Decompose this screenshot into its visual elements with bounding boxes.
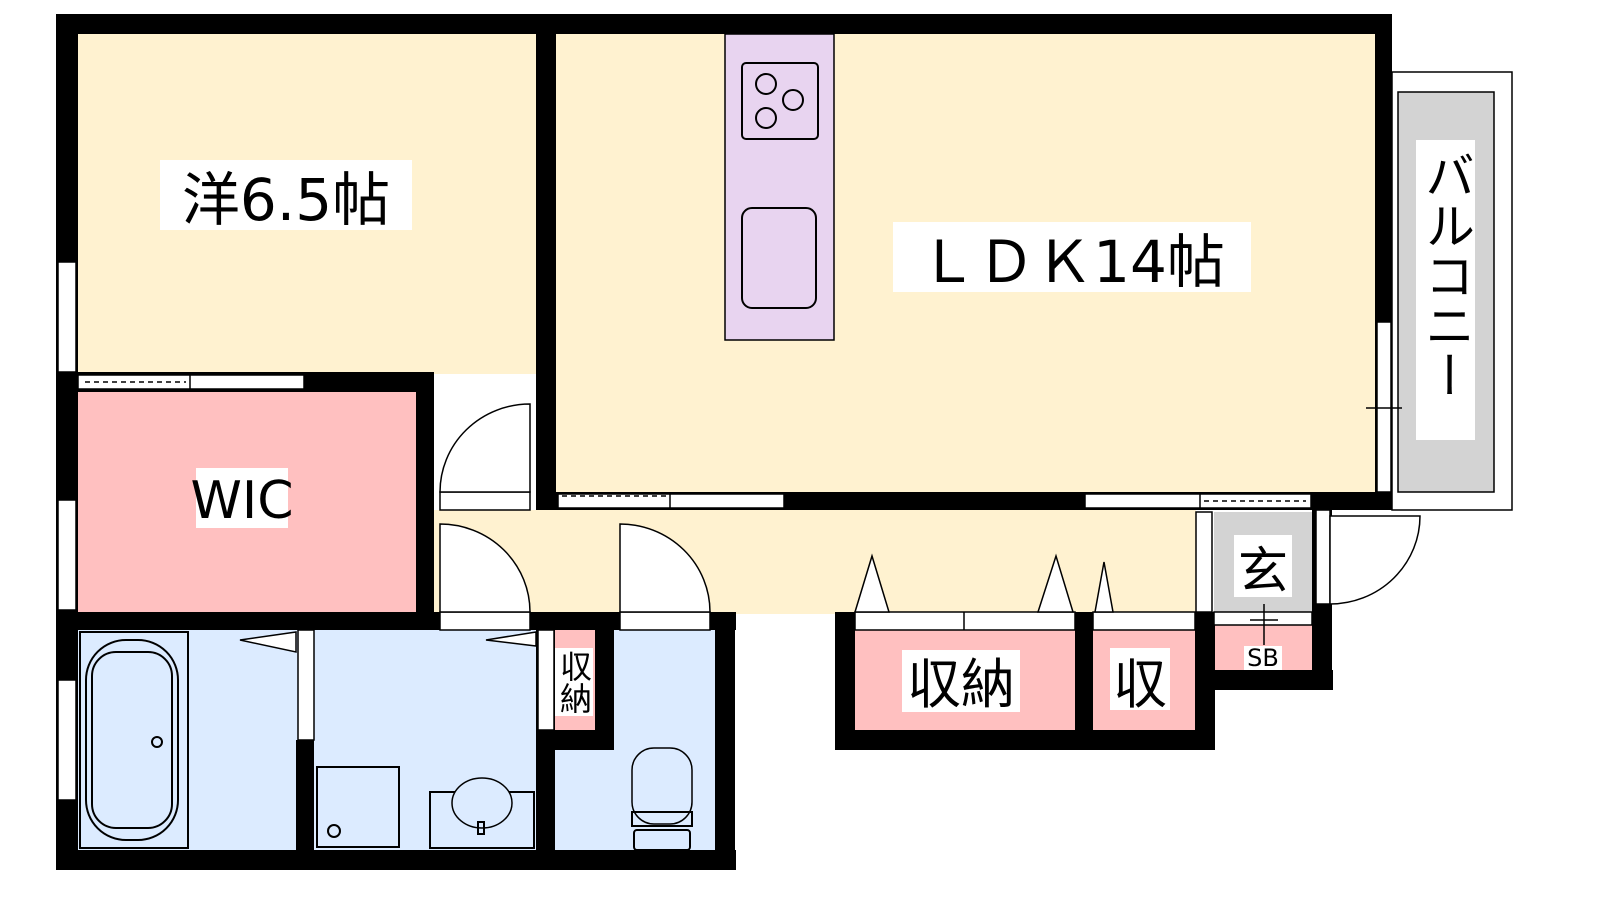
balcony-label: バルコニー <box>1417 150 1475 400</box>
sink-icon <box>741 207 817 309</box>
hallway <box>434 510 1196 614</box>
storage-label: 収納 <box>907 653 1015 716</box>
windows <box>57 261 1402 801</box>
ldk-room-label: ＬＤＫ14帖 <box>919 228 1225 296</box>
small-storage-label: 収納 <box>555 650 593 714</box>
doors <box>239 403 1421 741</box>
bathtub-icon <box>79 631 189 849</box>
stove-icon <box>741 62 819 140</box>
wic-label: WIC <box>190 471 293 531</box>
shoebox-label: SB <box>1247 644 1279 672</box>
western-room-label: 洋6.5帖 <box>182 166 390 234</box>
washbasin-icon <box>429 777 535 849</box>
storage2-label: 収 <box>1113 653 1167 716</box>
toilet-icon <box>631 747 693 851</box>
entrance-label: 玄 <box>1238 542 1288 600</box>
washing-machine-icon <box>316 766 400 848</box>
